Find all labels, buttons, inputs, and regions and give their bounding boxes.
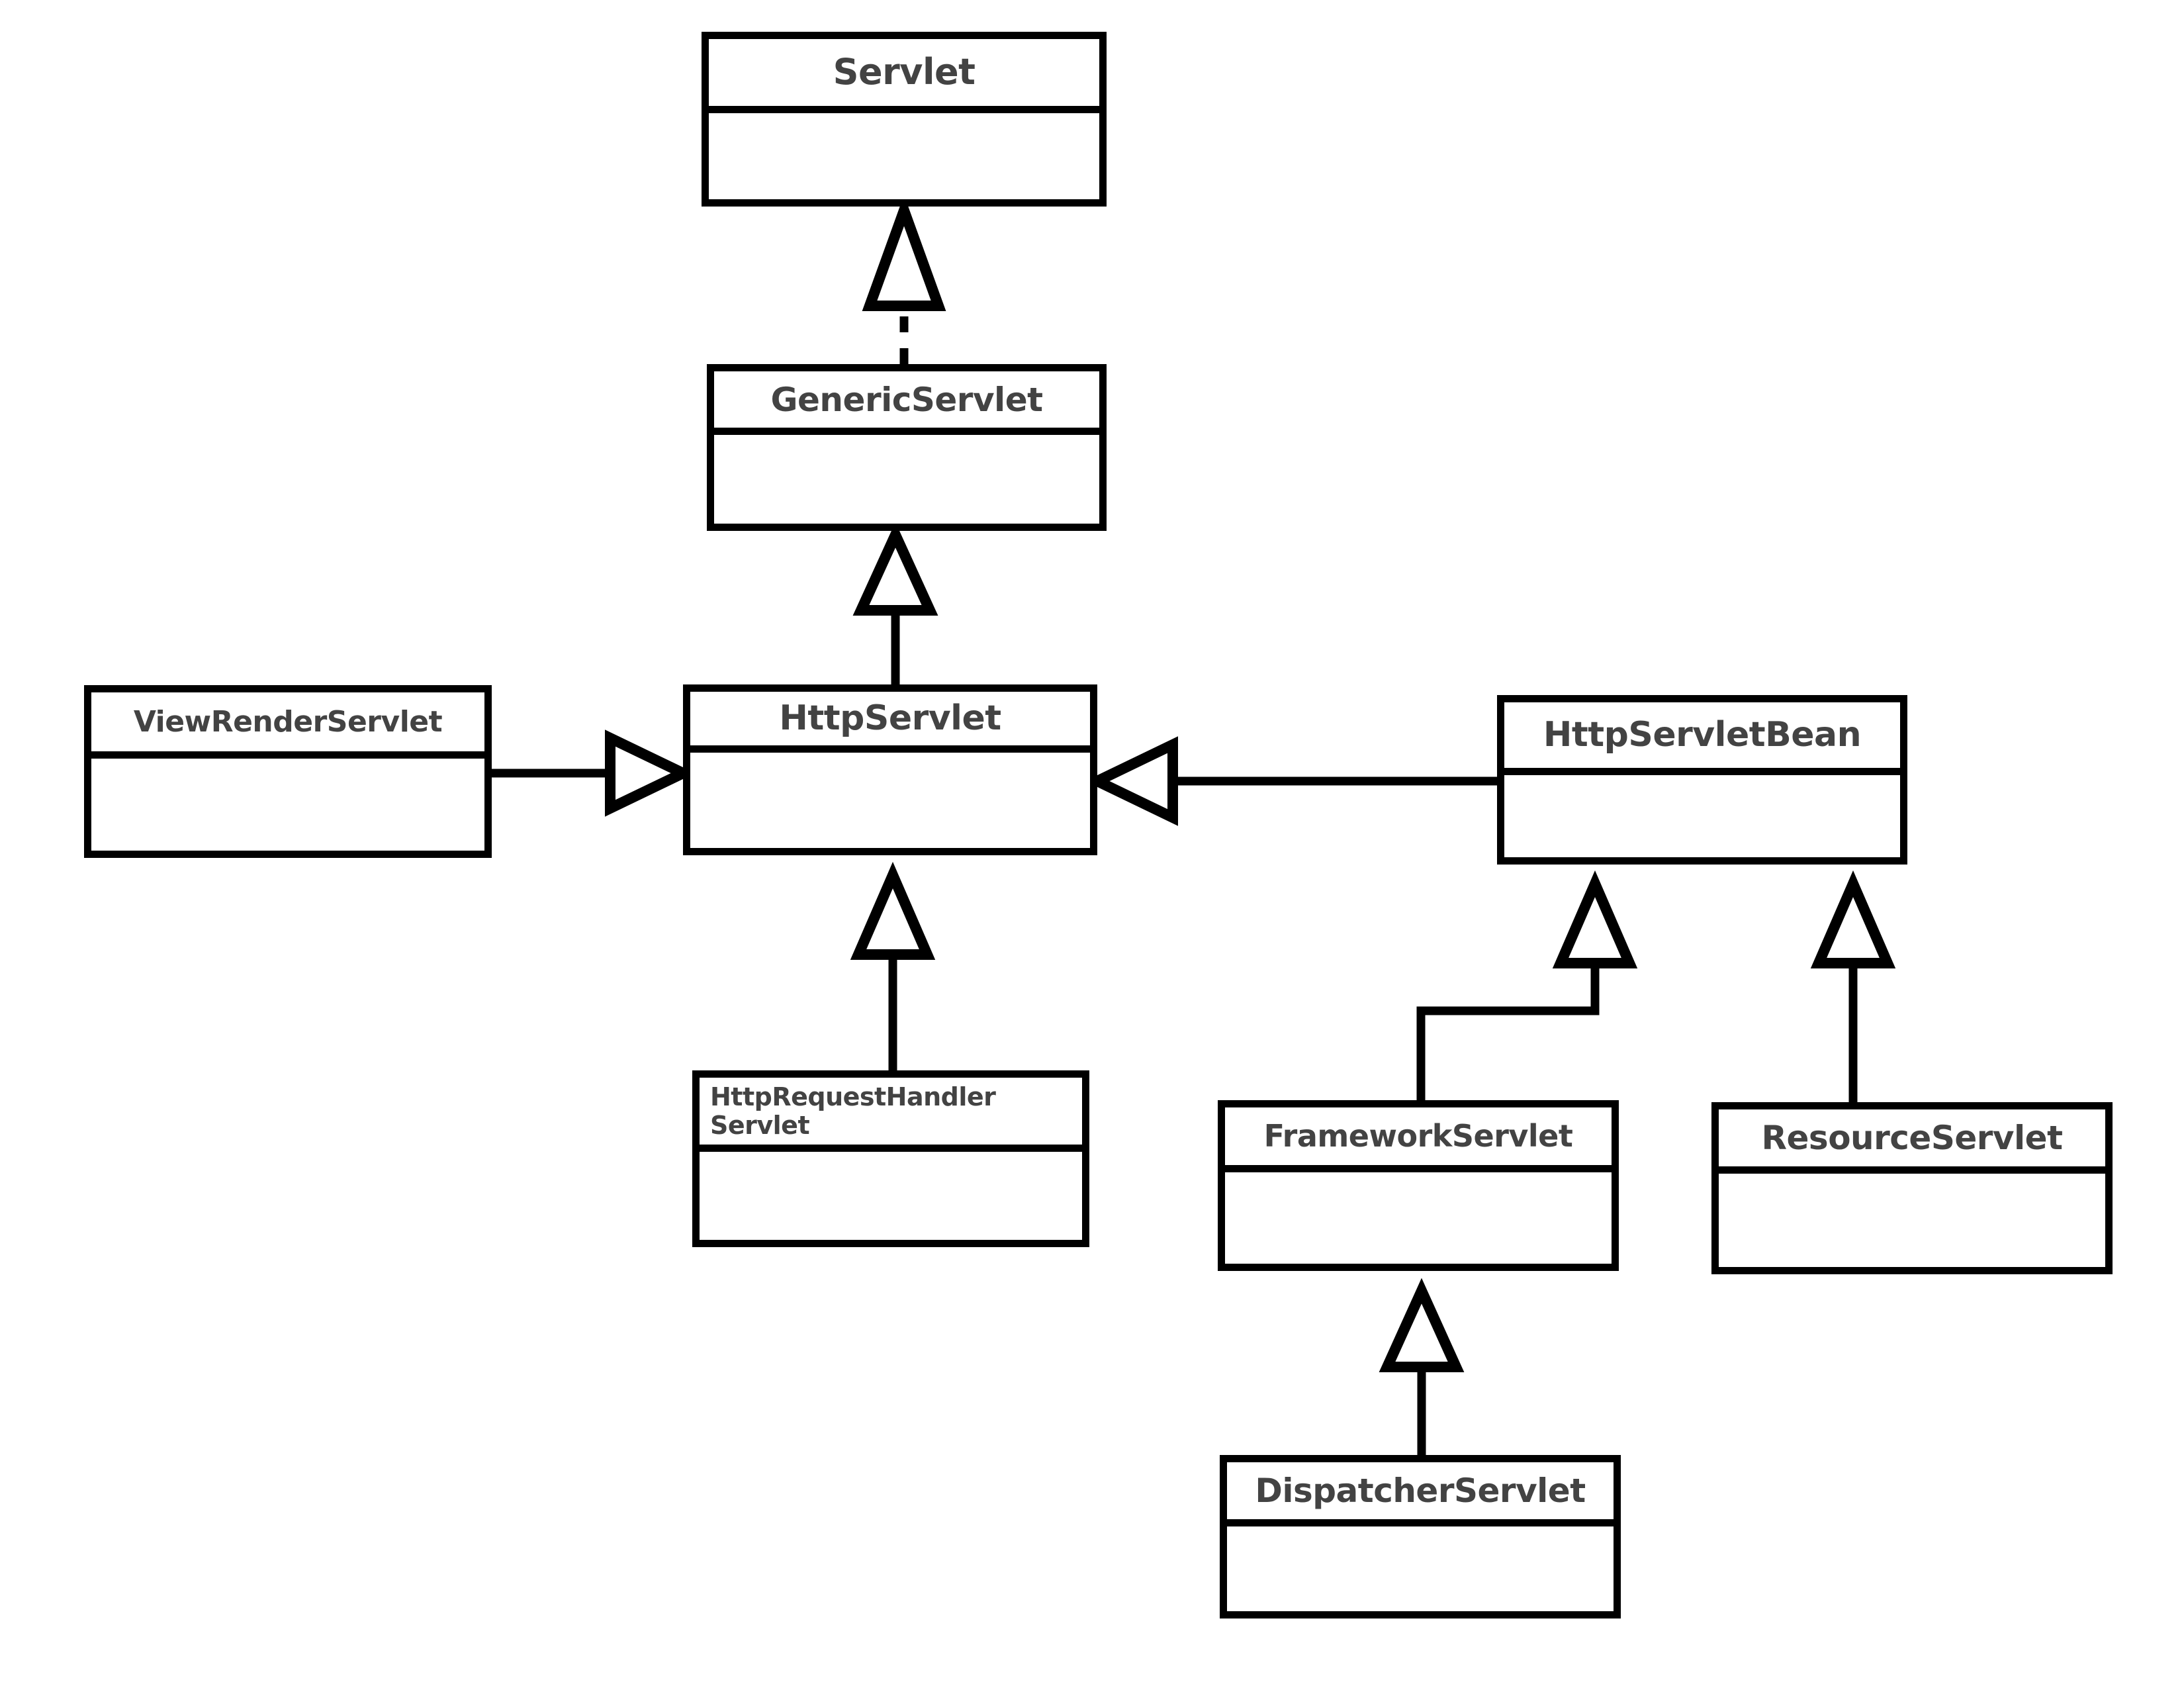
hollow-triangle-arrowhead bbox=[850, 861, 936, 960]
class-members-servlet bbox=[709, 113, 1099, 199]
class-name-view-render-servlet: ViewRenderServlet bbox=[91, 692, 484, 759]
edge-resource-extends-bean bbox=[1810, 870, 1896, 1102]
hollow-triangle-arrowhead bbox=[1085, 736, 1178, 826]
class-box-http-servlet-bean[interactable]: HttpServletBean bbox=[1497, 695, 1907, 865]
edge-http-extends-generic bbox=[852, 522, 938, 684]
class-members-dispatcher-servlet bbox=[1227, 1526, 1614, 1611]
edge-polyline-elbow bbox=[1416, 960, 1600, 1100]
hollow-triangle-arrowhead bbox=[1810, 870, 1896, 968]
class-name-resource-servlet: ResourceServlet bbox=[1719, 1109, 2105, 1174]
class-name-http-request-handler-servlet: HttpRequestHandler Servlet bbox=[700, 1078, 1082, 1152]
class-name-http-servlet-bean: HttpServletBean bbox=[1504, 702, 1900, 775]
class-box-http-request-handler-servlet[interactable]: HttpRequestHandler Servlet bbox=[692, 1070, 1089, 1247]
class-members-view-render-servlet bbox=[91, 759, 484, 851]
class-name-generic-servlet: GenericServlet bbox=[714, 371, 1099, 435]
edge-viewrender-extends-http bbox=[492, 729, 696, 817]
class-name-http-servlet: HttpServlet bbox=[690, 692, 1090, 753]
class-name-dispatcher-servlet: DispatcherServlet bbox=[1227, 1462, 1614, 1526]
class-box-framework-servlet[interactable]: FrameworkServlet bbox=[1218, 1100, 1619, 1271]
class-box-dispatcher-servlet[interactable]: DispatcherServlet bbox=[1220, 1455, 1621, 1618]
class-members-generic-servlet bbox=[714, 435, 1099, 524]
class-box-view-render-servlet[interactable]: ViewRenderServlet bbox=[84, 685, 492, 858]
class-members-http-request-handler-servlet bbox=[700, 1152, 1082, 1240]
hollow-triangle-arrowhead bbox=[862, 195, 946, 311]
hollow-triangle-arrowhead bbox=[1379, 1278, 1465, 1372]
hollow-triangle-arrowhead bbox=[605, 729, 696, 817]
class-name-framework-servlet: FrameworkServlet bbox=[1225, 1107, 1612, 1172]
hollow-triangle-arrowhead bbox=[852, 522, 938, 616]
hollow-triangle-arrowhead bbox=[1552, 870, 1638, 968]
edge-bean-extends-http bbox=[1085, 736, 1497, 826]
class-box-servlet[interactable]: Servlet bbox=[702, 32, 1107, 207]
edge-framework-extends-bean bbox=[1416, 870, 1638, 1100]
class-members-resource-servlet bbox=[1719, 1174, 2105, 1267]
class-box-http-servlet[interactable]: HttpServlet bbox=[683, 684, 1097, 855]
class-members-http-servlet bbox=[690, 753, 1090, 848]
class-members-http-servlet-bean bbox=[1504, 775, 1900, 857]
class-members-framework-servlet bbox=[1225, 1172, 1612, 1264]
edge-generic-implements-servlet bbox=[862, 195, 946, 364]
class-name-servlet: Servlet bbox=[709, 39, 1099, 113]
edge-dispatcher-extends-framework bbox=[1379, 1278, 1465, 1455]
class-box-resource-servlet[interactable]: ResourceServlet bbox=[1711, 1102, 2113, 1274]
edge-requesthandler-extends-http bbox=[850, 861, 936, 1070]
class-box-generic-servlet[interactable]: GenericServlet bbox=[707, 364, 1107, 531]
